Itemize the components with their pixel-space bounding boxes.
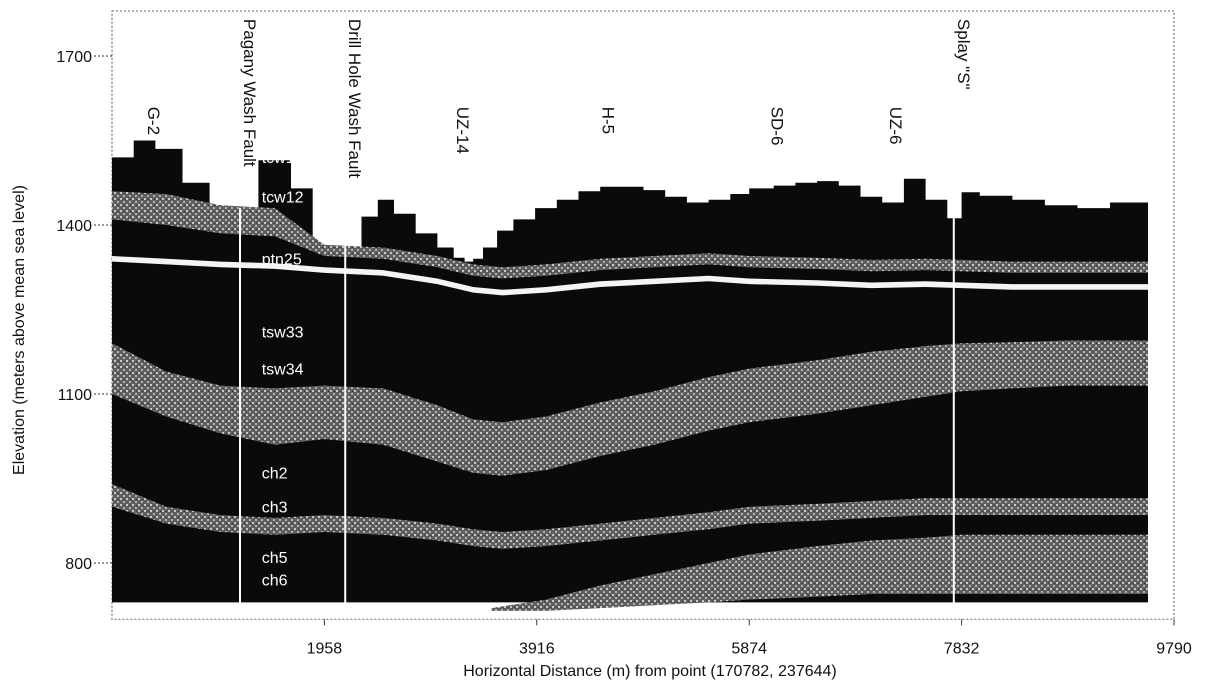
well-label: H-5 — [598, 107, 617, 134]
unit-labels: tcw11 tcw12 ptn25 tsw33 tsw34 ch2 ch3 ch5 ch6 — [262, 150, 304, 590]
layer-band-ch5 — [491, 534, 1148, 611]
fault-label: Drill Hole Wash Fault — [345, 19, 364, 178]
well-label: G-2 — [144, 107, 163, 135]
x-tick-label: 7832 — [944, 640, 980, 657]
layer-band-ptn25 — [112, 256, 1148, 296]
x-tick-label: 5874 — [731, 640, 767, 657]
well-label: UZ-14 — [453, 107, 472, 154]
fault-lines: Pagany Wash Fault Drill Hole Wash Fault Sp… — [239, 19, 973, 609]
unit-label: ch2 — [262, 466, 288, 483]
axes: 800 1100 1400 1700 1958 3916 5874 7832 9790 — [56, 49, 1191, 657]
fault-label: Splay "S" — [954, 19, 973, 90]
unit-label: ptn25 — [262, 251, 302, 268]
unit-label: tsw34 — [262, 361, 304, 378]
layer-band-tcw12 — [112, 191, 1148, 279]
layer-band-tsw34 — [112, 340, 1148, 476]
well-label: UZ-6 — [886, 107, 905, 145]
fault-label: Pagany Wash Fault — [240, 19, 259, 167]
layer-band-ch2 — [112, 484, 1148, 549]
unit-label: ch3 — [262, 499, 288, 516]
x-tick-label: 9790 — [1156, 640, 1192, 657]
x-axis-label: Horizontal Distance (m) from point (1707… — [463, 663, 837, 680]
y-tick-label: 1400 — [56, 218, 92, 235]
unit-label: tcw12 — [262, 189, 304, 206]
x-tick-label: 3916 — [519, 640, 555, 657]
unit-label: tsw33 — [262, 325, 304, 342]
well-label: SD-6 — [768, 107, 787, 146]
y-tick-label: 1100 — [58, 387, 93, 404]
y-tick-label: 800 — [65, 556, 92, 573]
unit-label: tcw11 — [262, 150, 303, 167]
strata-layers — [112, 191, 1148, 611]
well-labels: G-2 UZ-14 H-5 SD-6 UZ-6 — [144, 107, 905, 154]
unit-label: ch6 — [262, 573, 288, 590]
unit-label: ch5 — [262, 550, 288, 567]
y-axis-label: Elevation (meters above mean sea level) — [11, 185, 28, 475]
x-tick-label: 1958 — [307, 640, 343, 657]
y-tick-label: 1700 — [56, 49, 92, 66]
